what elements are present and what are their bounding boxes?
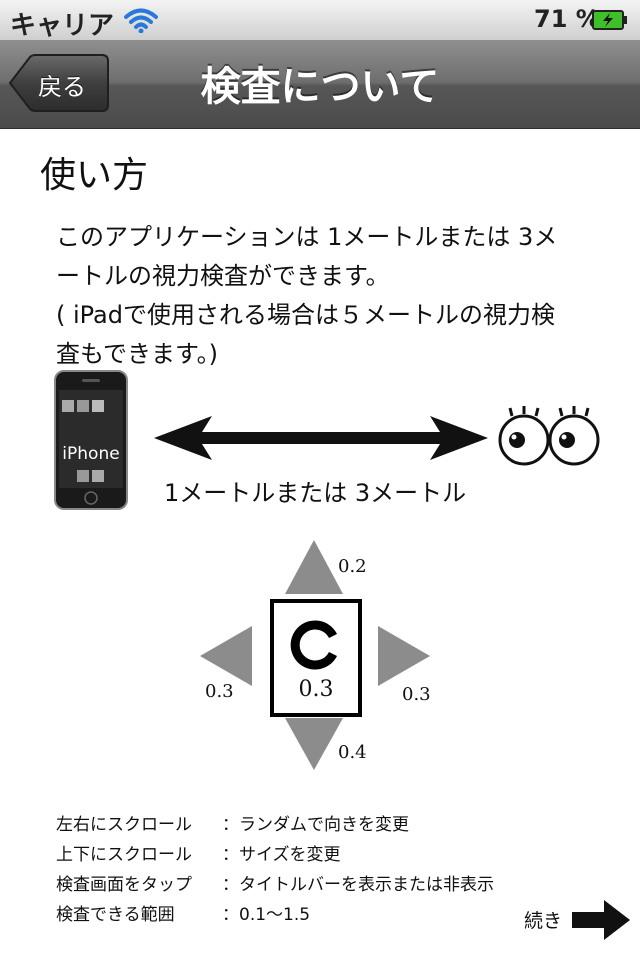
intro-line: このアプリケーションは 1メートルまたは 3メ	[56, 223, 558, 251]
arrow-down-icon	[285, 718, 343, 770]
instruction-key: 検査できる範囲	[56, 905, 175, 925]
phone-label: iPhone	[62, 444, 120, 464]
instruction-separator: ：	[222, 815, 239, 835]
intro-line: ( iPadで使用される場合は５メートルの視力検	[56, 301, 555, 329]
battery-percent: 71 %	[534, 5, 600, 33]
instruction-separator: ：	[222, 845, 239, 865]
back-button[interactable]: 戻る	[8, 54, 110, 112]
instruction-value: サイズを変更	[239, 845, 341, 865]
instruction-key: 検査画面をタップ	[56, 875, 192, 895]
status-bar: キャリア 71 %	[0, 0, 640, 41]
box-value: 0.3	[298, 677, 334, 702]
carrier-name: キャリア	[10, 11, 115, 41]
landolt-ring-icon	[290, 620, 338, 670]
instruction-value: 0.1〜1.5	[239, 905, 311, 925]
intro-text: このアプリケーションは 1メートルまたは 3メ ートルの視力検査ができます。 (…	[56, 218, 576, 374]
up-value: 0.2	[338, 556, 367, 577]
back-button-label: 戻る	[38, 73, 86, 101]
eye-chart-box: 0.3	[270, 599, 362, 717]
section-heading: 使い方	[40, 155, 149, 196]
instruction-value: タイトルバーを表示または非表示	[239, 875, 494, 895]
down-value: 0.4	[338, 742, 367, 763]
iphone-illustration	[54, 370, 128, 510]
distance-label: 1メートルまたは 3メートル	[164, 479, 467, 507]
instruction-key: 上下にスクロール	[56, 845, 192, 865]
navigation-bar: 戻る 検査について	[0, 40, 640, 129]
instruction-key: 左右にスクロール	[56, 815, 192, 835]
next-button[interactable]: 続き	[524, 900, 634, 940]
intro-line: 査もできます。)	[56, 340, 219, 368]
page-title: 検査について	[200, 64, 440, 110]
back-button-shape	[8, 54, 109, 112]
instruction-value: ランダムで向きを変更	[239, 815, 409, 835]
intro-line: ートルの視力検査ができます。	[56, 262, 390, 290]
arrow-right-icon	[572, 900, 630, 940]
instruction-separator: ：	[222, 875, 239, 895]
double-arrow-icon	[154, 416, 488, 460]
battery-icon	[592, 10, 627, 30]
next-label: 続き	[524, 910, 563, 932]
arrow-right-icon	[378, 626, 430, 686]
wifi-icon	[124, 8, 158, 33]
arrow-up-icon	[285, 540, 343, 594]
arrow-left-icon	[200, 626, 252, 686]
right-value: 0.3	[402, 684, 431, 705]
instruction-separator: ：	[222, 905, 239, 925]
eyes-icon	[498, 406, 600, 466]
left-value: 0.3	[205, 681, 234, 702]
